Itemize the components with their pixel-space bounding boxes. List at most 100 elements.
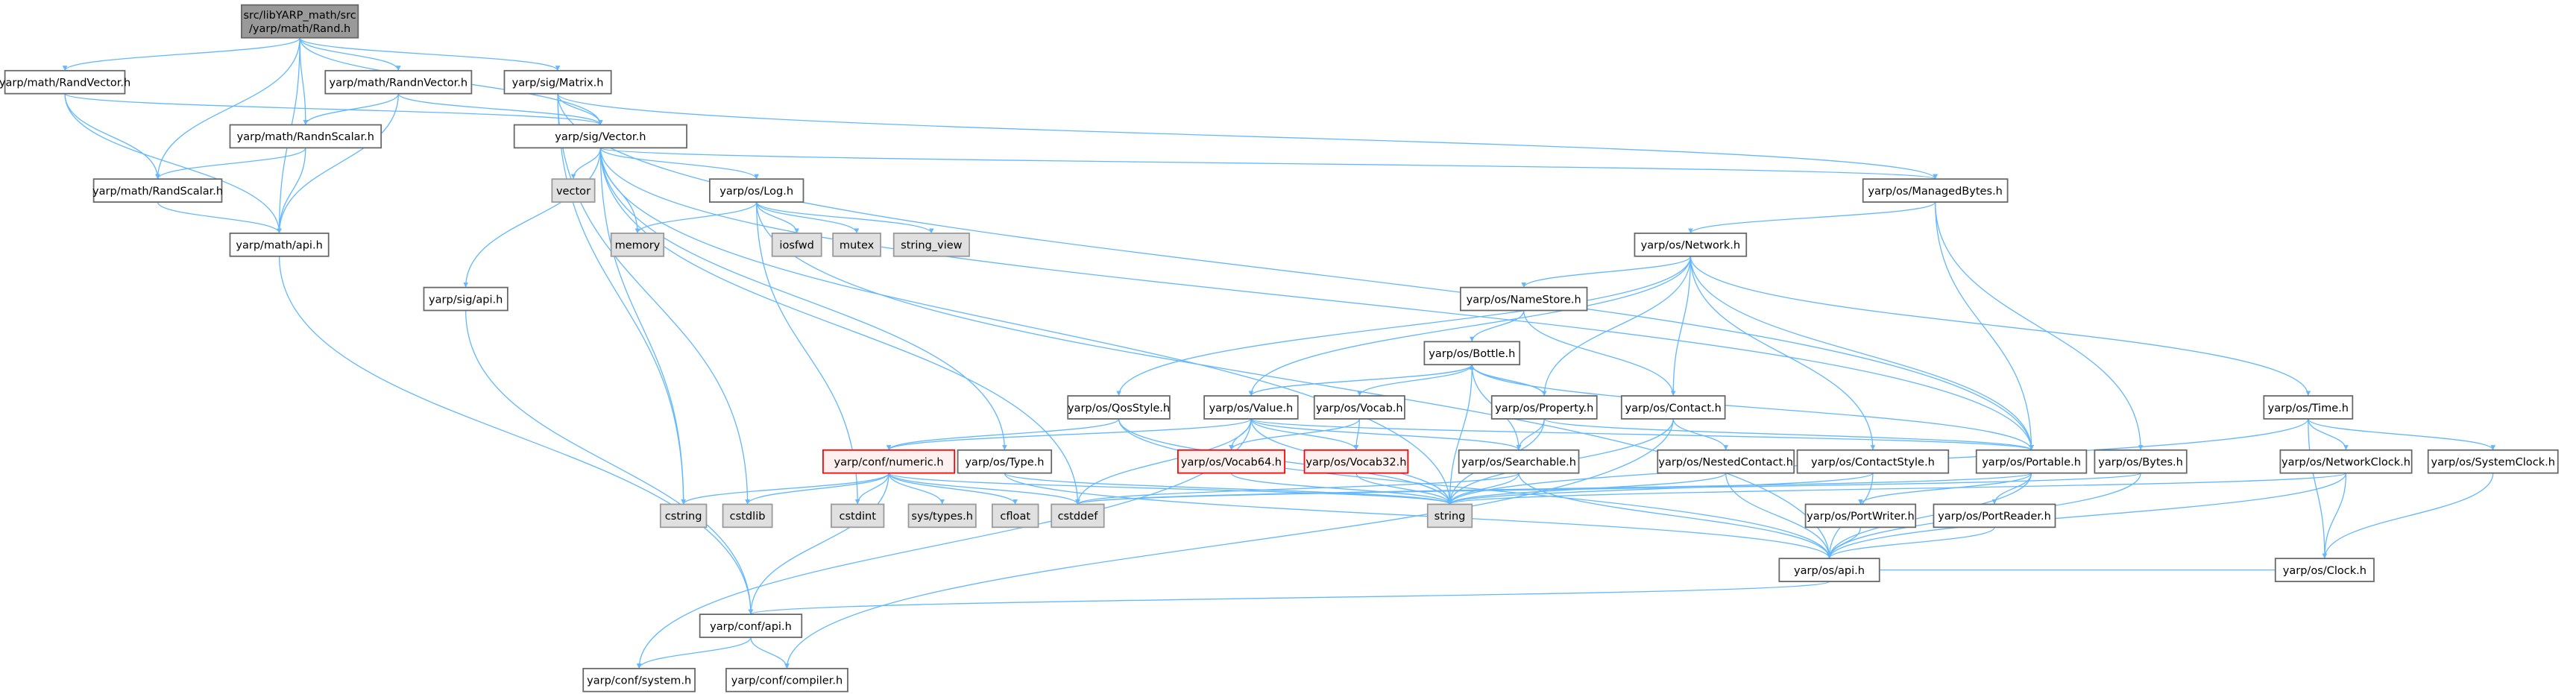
node-cfloat[interactable]: cfloat <box>991 503 1039 529</box>
node-confcompiler[interactable]: yarp/conf/compiler.h <box>725 667 848 693</box>
node-label: yarp/math/RandnVector.h <box>330 77 468 89</box>
node-confapi[interactable]: yarp/conf/api.h <box>699 613 803 638</box>
edge-network-to-time <box>1689 256 2311 397</box>
node-box <box>92 178 223 203</box>
node-bottle[interactable]: yarp/os/Bottle.h <box>1423 341 1521 366</box>
node-osapi[interactable]: yarp/os/api.h <box>1778 558 1880 582</box>
node-randvector[interactable]: yarp/math/RandVector.h <box>0 69 130 95</box>
node-type[interactable]: yarp/os/Type.h <box>957 449 1053 474</box>
edge-randnvector-to-mathapi <box>277 93 399 233</box>
node-mathapi[interactable]: yarp/math/api.h <box>229 233 330 257</box>
edge-vector_h-to-managedbytes <box>599 147 1938 180</box>
node-sigapi[interactable]: yarp/sig/api.h <box>423 286 508 312</box>
node-property[interactable]: yarp/os/Property.h <box>1490 395 1598 420</box>
node-memory[interactable]: memory <box>610 233 665 257</box>
node-box <box>822 449 956 474</box>
node-label: yarp/os/Bottle.h <box>1429 348 1515 360</box>
node-label: cstddef <box>1058 511 1099 523</box>
node-bytes[interactable]: yarp/os/Bytes.h <box>2094 449 2188 474</box>
edge-numeric-to-cstdlib <box>745 473 889 505</box>
node-cstdint[interactable]: cstdint <box>831 503 885 529</box>
node-label: yarp/math/RandVector.h <box>0 77 130 89</box>
node-mutex[interactable]: mutex <box>832 233 881 257</box>
edge-networkclock-to-string <box>1447 473 2347 505</box>
node-cstring[interactable]: cstring <box>659 503 708 529</box>
node-systypes[interactable]: sys/types.h <box>907 503 977 529</box>
node-vocab[interactable]: yarp/os/Vocab.h <box>1313 395 1405 420</box>
node-label: yarp/os/ManagedBytes.h <box>1868 186 2003 198</box>
edge-systemclock-to-clock <box>2322 473 2494 559</box>
node-nestedcontact[interactable]: yarp/os/NestedContact.h <box>1657 449 1795 474</box>
edge-matrix-to-portable <box>557 93 2034 450</box>
node-portreader[interactable]: yarp/os/PortReader.h <box>1933 503 2056 529</box>
edge-network-to-qosstyle <box>1116 256 1692 397</box>
edge-randnscalar-to-randscalar <box>155 148 306 180</box>
node-string_view[interactable]: string_view <box>892 233 970 257</box>
edge-bottle-to-vocab <box>1357 364 1473 397</box>
node-vector[interactable]: vector <box>551 178 596 203</box>
node-box <box>1067 395 1171 420</box>
node-box <box>1975 449 2088 474</box>
edge-networkclock-to-osapi <box>1827 473 2347 559</box>
node-log[interactable]: yarp/os/Log.h <box>709 178 804 203</box>
node-label: yarp/os/ContactStyle.h <box>1811 456 1935 468</box>
node-vector_h[interactable]: yarp/sig/Vector.h <box>513 124 687 149</box>
node-label: vector <box>556 186 591 198</box>
node-portable[interactable]: yarp/os/Portable.h <box>1975 449 2088 474</box>
node-label: iosfwd <box>779 240 813 252</box>
node-box <box>722 503 773 529</box>
node-network[interactable]: yarp/os/Network.h <box>1634 233 1748 257</box>
node-cstdlib[interactable]: cstdlib <box>722 503 773 529</box>
node-box <box>2094 449 2188 474</box>
node-value[interactable]: yarp/os/Value.h <box>1203 395 1299 420</box>
edge-numeric-to-confapi <box>748 473 889 615</box>
node-box <box>1459 286 1588 312</box>
node-vocab64[interactable]: yarp/os/Vocab64.h <box>1177 449 1285 474</box>
node-box <box>991 503 1039 529</box>
node-portwriter[interactable]: yarp/os/PortWriter.h <box>1804 503 1917 529</box>
node-box <box>771 233 822 257</box>
edge-randnvector-to-randnscalar <box>303 93 399 125</box>
node-iosfwd[interactable]: iosfwd <box>771 233 822 257</box>
edge-randvector-to-randscalar <box>64 93 160 180</box>
node-contact[interactable]: yarp/os/Contact.h <box>1620 395 1726 420</box>
node-box <box>709 178 804 203</box>
node-numeric[interactable]: yarp/conf/numeric.h <box>822 449 956 474</box>
node-label: yarp/os/NestedContact.h <box>1658 456 1793 468</box>
node-searchable[interactable]: yarp/os/Searchable.h <box>1458 449 1580 474</box>
node-randscalar[interactable]: yarp/math/RandScalar.h <box>92 178 223 203</box>
node-label: /yarp/math/Rand.h <box>249 23 350 35</box>
node-randnvector[interactable]: yarp/math/RandnVector.h <box>324 69 473 95</box>
node-matrix[interactable]: yarp/sig/Matrix.h <box>503 69 612 95</box>
edge-bytes-to-cstddef <box>1075 473 2141 505</box>
edge-type-to-string <box>1004 473 1452 505</box>
node-time[interactable]: yarp/os/Time.h <box>2263 395 2354 420</box>
node-systemclock[interactable]: yarp/os/SystemClock.h <box>2427 449 2559 474</box>
node-rand[interactable]: src/libYARP_math/src/yarp/math/Rand.h <box>241 4 359 39</box>
edge-log-to-cstdint <box>756 202 860 505</box>
edge-matrix-to-managedbytes <box>557 93 1938 180</box>
node-namestore[interactable]: yarp/os/NameStore.h <box>1459 286 1588 312</box>
node-box <box>1458 449 1580 474</box>
edge-mathapi-to-confapi <box>278 256 754 615</box>
node-contactstyle[interactable]: yarp/os/ContactStyle.h <box>1796 449 1950 474</box>
node-box <box>229 233 330 257</box>
edge-log-to-mutex <box>756 201 860 234</box>
node-managedbytes[interactable]: yarp/os/ManagedBytes.h <box>1862 178 2009 203</box>
edge-value-to-vocab32 <box>1250 418 1359 450</box>
edge-log-to-string_view <box>756 201 934 234</box>
node-string[interactable]: string <box>1426 503 1473 529</box>
edge-vocab-to-vocab32 <box>1353 418 1361 450</box>
node-qosstyle[interactable]: yarp/os/QosStyle.h <box>1067 395 1171 420</box>
node-confsystem[interactable]: yarp/conf/system.h <box>582 667 696 693</box>
node-cstddef[interactable]: cstddef <box>1051 503 1105 529</box>
node-clock[interactable]: yarp/os/Clock.h <box>2274 558 2375 582</box>
edge-network-to-property <box>1541 256 1692 397</box>
edge-numeric-to-cfloat <box>888 473 1018 505</box>
edge-sigapi-to-confapi <box>465 310 754 615</box>
edge-numeric-to-string <box>888 473 1452 505</box>
node-networkclock[interactable]: yarp/os/NetworkClock.h <box>2279 449 2413 474</box>
edge-randscalar-to-mathapi <box>157 201 282 234</box>
node-vocab32[interactable]: yarp/os/Vocab32.h <box>1303 449 1409 474</box>
node-randnscalar[interactable]: yarp/math/RandnScalar.h <box>229 124 382 149</box>
